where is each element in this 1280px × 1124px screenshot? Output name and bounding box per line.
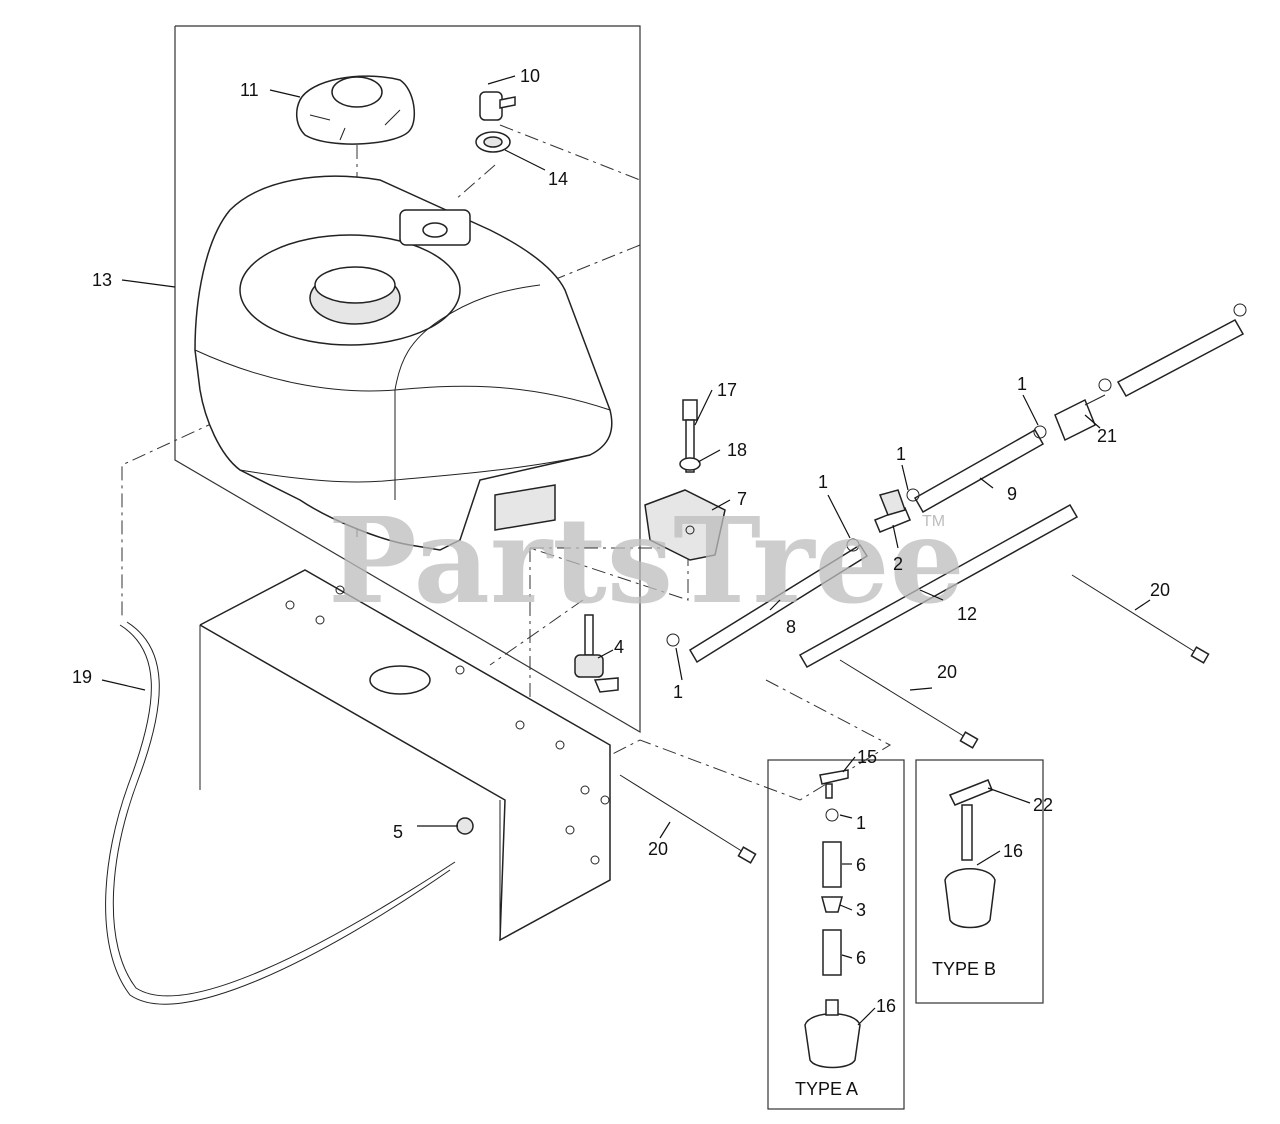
callout-20a: 20 (648, 839, 668, 859)
callout-labels: 11 10 14 13 17 18 7 1 1 1 21 9 2 8 12 1 … (72, 66, 1170, 1099)
callout-6b: 6 (856, 948, 866, 968)
type-b-box (915, 759, 1044, 1004)
callout-2: 2 (893, 554, 903, 574)
callout-13: 13 (92, 270, 112, 290)
callout-21: 21 (1097, 426, 1117, 446)
type-b-label: TYPE B (932, 959, 996, 979)
fuel-line-upper (1116, 318, 1245, 398)
callout-9: 9 (1007, 484, 1017, 504)
callout-8: 8 (786, 617, 796, 637)
callout-14: 14 (548, 169, 568, 189)
callout-1d: 1 (673, 682, 683, 702)
callout-1b: 1 (896, 444, 906, 464)
callout-4: 4 (614, 637, 624, 657)
hose-clamps (666, 303, 1247, 647)
callout-12: 12 (957, 604, 977, 624)
callout-17: 17 (717, 380, 737, 400)
callout-20b: 20 (937, 662, 957, 682)
fuel-line-8 (688, 543, 869, 664)
washer (679, 457, 701, 471)
callout-5: 5 (393, 822, 403, 842)
callout-1e: 1 (856, 813, 866, 833)
callout-18: 18 (727, 440, 747, 460)
callout-7: 7 (737, 489, 747, 509)
grommet (475, 131, 511, 153)
svg-text:PartsTree: PartsTree (328, 491, 965, 630)
watermark: PartsTree TM (328, 491, 965, 630)
svg-text:TM: TM (922, 513, 945, 530)
callout-1a: 1 (818, 472, 828, 492)
fuel-tank (194, 175, 613, 551)
callout-11: 11 (240, 80, 259, 100)
chassis-frame (199, 569, 611, 942)
callout-19: 19 (72, 667, 92, 687)
leader-lines (101, 75, 1151, 1026)
bolt (682, 399, 698, 473)
callout-15: 15 (857, 747, 877, 767)
fuel-filter-inline (1054, 394, 1106, 442)
tank-outline-frame (174, 25, 641, 734)
callout-22: 22 (1033, 795, 1053, 815)
fuel-outlet-fitting (574, 614, 619, 693)
overflow-hose (105, 621, 456, 1005)
fuel-line-12 (798, 503, 1079, 669)
fuel-line-9 (913, 428, 1045, 514)
callout-1c: 1 (1017, 374, 1027, 394)
fuel-cap (295, 75, 416, 145)
cable-ties (619, 574, 1210, 864)
callout-6a: 6 (856, 855, 866, 875)
type-a-label: TYPE A (795, 1079, 858, 1099)
callout-20c: 20 (1150, 580, 1170, 600)
callout-10: 10 (520, 66, 540, 86)
shutoff-valve (874, 489, 911, 533)
tank-bracket (644, 489, 726, 561)
callout-3: 3 (856, 900, 866, 920)
vent-fitting (479, 91, 516, 121)
type-a-box (767, 759, 905, 1110)
callout-16a: 16 (876, 996, 896, 1016)
callout-16b: 16 (1003, 841, 1023, 861)
nut (456, 817, 474, 835)
